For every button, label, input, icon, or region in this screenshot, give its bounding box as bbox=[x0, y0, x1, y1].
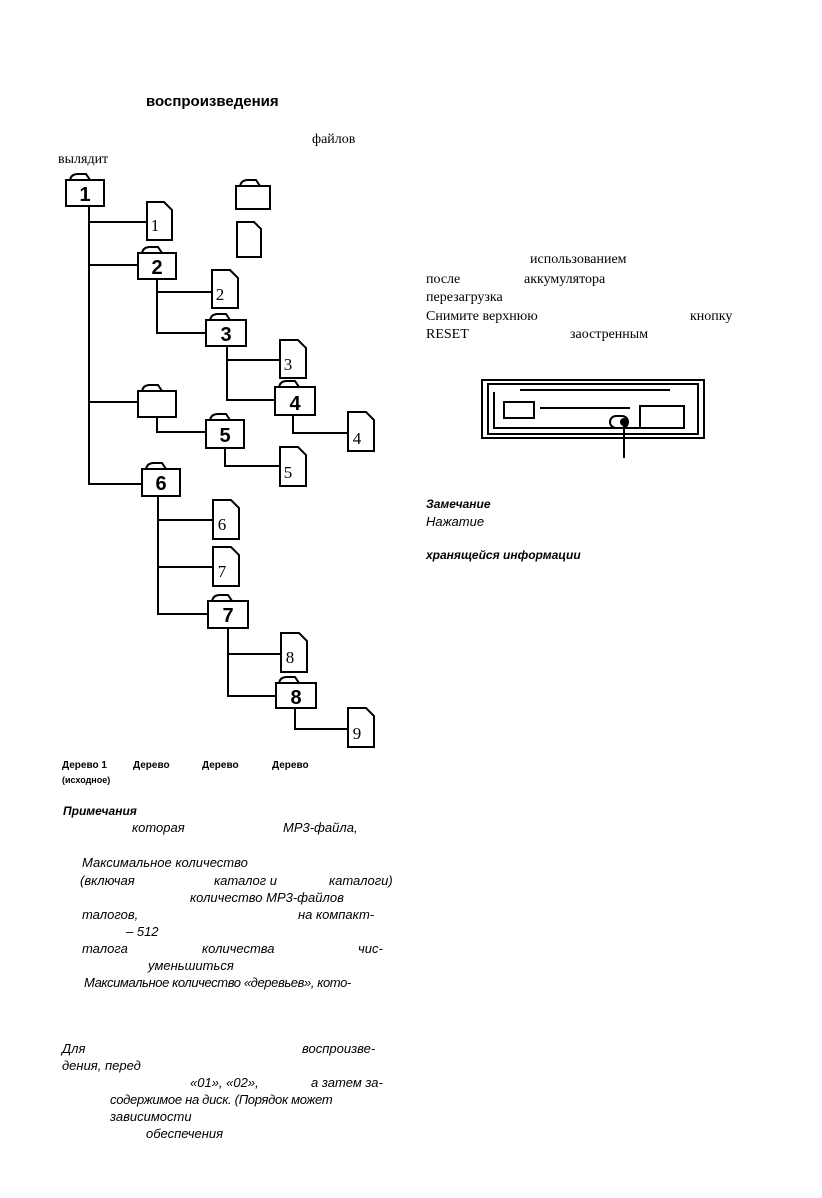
tree-caption: Дерево bbox=[272, 760, 309, 771]
notes-text: которая bbox=[132, 820, 185, 835]
file-label: 7 bbox=[218, 562, 227, 581]
notes-text: содержимое на диск. (Порядок может bbox=[110, 1092, 333, 1107]
notes-text: каталоги) bbox=[329, 873, 393, 888]
folder-label: 3 bbox=[220, 324, 231, 346]
folder-icon bbox=[235, 179, 271, 210]
tree-connector bbox=[226, 360, 276, 401]
intro-word: вылядит bbox=[58, 152, 109, 167]
folder-icon bbox=[205, 413, 245, 449]
tree-connector bbox=[156, 278, 212, 293]
notes-text: а затем за- bbox=[311, 1075, 383, 1090]
notes-text: чис- bbox=[358, 941, 383, 956]
notes-text: количество МР3-файлов bbox=[190, 890, 344, 905]
notes-text: Максимальное количество «деревьев», кото… bbox=[84, 975, 351, 990]
notes-text: дения, перед bbox=[62, 1058, 141, 1073]
tree-connector bbox=[224, 447, 280, 467]
file-icon bbox=[347, 707, 375, 748]
file-icon bbox=[212, 499, 240, 540]
folder-icon bbox=[275, 676, 317, 709]
tree-connector bbox=[292, 416, 348, 434]
tree-caption-sub: (исходное) bbox=[62, 775, 111, 785]
remark-title: Замечание bbox=[426, 497, 491, 511]
file-label: 5 bbox=[284, 463, 293, 482]
tree-caption: Дерево bbox=[133, 760, 170, 771]
car-radio-panel-illustration bbox=[481, 379, 705, 458]
file-icon bbox=[347, 411, 375, 452]
file-icon bbox=[279, 446, 307, 487]
file-icon bbox=[279, 339, 307, 379]
folder-icon bbox=[274, 380, 316, 416]
file-label: 6 bbox=[218, 515, 227, 534]
reset-text: заостренным bbox=[570, 327, 649, 342]
folder-label: 8 bbox=[290, 687, 301, 709]
notes-text: Максимальное количество bbox=[82, 855, 248, 870]
notes-text: каталог и bbox=[214, 873, 277, 888]
folder-label: 5 bbox=[219, 425, 230, 447]
notes-text: Для bbox=[62, 1041, 86, 1056]
folder-label: 1 bbox=[79, 184, 90, 206]
reset-text: после bbox=[426, 272, 461, 287]
reset-text: Снимите верхнюю bbox=[426, 309, 538, 324]
notes-text: зависимости bbox=[110, 1109, 192, 1124]
reset-text: кнопку bbox=[690, 309, 733, 324]
folder-label: 7 bbox=[222, 605, 233, 627]
folder-label: 4 bbox=[289, 393, 301, 415]
file-icon bbox=[280, 632, 308, 673]
page-heading: воспроизведения bbox=[146, 93, 279, 110]
tree-connector bbox=[88, 205, 142, 485]
notes-text: на компакт- bbox=[298, 907, 375, 922]
file-icon bbox=[236, 221, 262, 258]
file-label: 8 bbox=[286, 648, 295, 667]
folder-icon bbox=[137, 246, 177, 280]
tree-connector bbox=[294, 708, 348, 730]
reset-text: перезагрузка bbox=[426, 290, 503, 305]
file-label: 4 bbox=[353, 429, 362, 448]
tree-connector bbox=[157, 520, 213, 568]
file-icon bbox=[212, 546, 240, 587]
notes-text: воспроизве- bbox=[302, 1041, 376, 1056]
reset-text: аккумулятора bbox=[524, 272, 606, 287]
notes-text: МР3-файла, bbox=[283, 820, 358, 835]
tree-connector bbox=[227, 628, 281, 655]
reset-text: RESET bbox=[426, 327, 469, 342]
tree-connector bbox=[156, 416, 207, 433]
tree-connector bbox=[227, 654, 276, 697]
notes-text: – 512 bbox=[126, 924, 159, 939]
notes-text: количества bbox=[202, 941, 275, 956]
folder-icon bbox=[205, 313, 247, 347]
folder-tree-diagram: 1 2 3 4 5 6 7 8 1 2 3 4 5 6 7 8 9 bbox=[65, 173, 375, 748]
notes-text: талога bbox=[82, 941, 128, 956]
notes-text: обеспечения bbox=[146, 1126, 224, 1141]
tree-caption: Дерево 1 bbox=[62, 760, 107, 771]
notes-text: уменьшиться bbox=[148, 958, 234, 973]
remark-text: хранящейся информации bbox=[426, 548, 581, 562]
notes-title: Примечания bbox=[63, 804, 137, 818]
tree-connector bbox=[156, 292, 206, 334]
folder-icon bbox=[65, 173, 105, 207]
intro-word: файлов bbox=[312, 132, 356, 147]
folder-label: 2 bbox=[151, 257, 162, 279]
notes-text: (включая bbox=[80, 873, 135, 888]
file-icon bbox=[211, 269, 239, 309]
file-icon bbox=[146, 201, 173, 241]
file-label: 9 bbox=[353, 724, 362, 743]
tree-caption: Дерево bbox=[202, 760, 239, 771]
tree-connector bbox=[157, 567, 208, 615]
tree-connector bbox=[157, 496, 213, 521]
reset-text: использованием bbox=[530, 252, 627, 267]
folder-icon bbox=[141, 462, 181, 497]
file-label: 1 bbox=[151, 216, 160, 235]
tree-connector bbox=[226, 346, 280, 361]
file-label: 3 bbox=[284, 355, 293, 374]
file-label: 2 bbox=[216, 285, 225, 304]
notes-text: «01», «02», bbox=[190, 1075, 259, 1090]
notes-text: талогов, bbox=[82, 907, 139, 922]
remark-text: Нажатие bbox=[426, 514, 485, 529]
folder-label: 6 bbox=[155, 473, 166, 495]
folder-icon bbox=[207, 594, 249, 629]
folder-icon bbox=[137, 384, 177, 418]
